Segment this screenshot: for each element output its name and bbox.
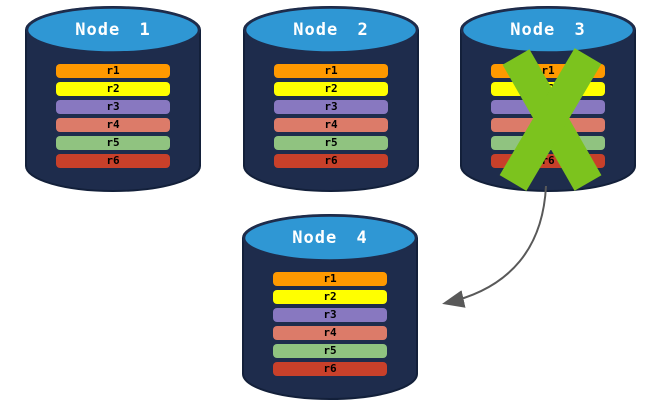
record-bar: r2: [274, 82, 388, 96]
record-bar: r4: [274, 118, 388, 132]
db-node-1: Node 1 r1 r2 r3 r4 r5 r6: [25, 6, 201, 192]
cylinder-top: [25, 6, 201, 54]
record-bar: r3: [273, 308, 387, 322]
record-bar: r5: [274, 136, 388, 150]
record-bar: r4: [273, 326, 387, 340]
db-node-3: Node 3 r1 r2 r3 r4 r5 r6: [460, 6, 636, 192]
db-node-4: Node 4 r1 r2 r3 r4 r5 r6: [242, 214, 418, 400]
failure-x-icon: [499, 48, 602, 191]
node-title: Node 2: [293, 20, 369, 40]
arrow-curve: [442, 185, 547, 308]
cylinder-top: [243, 6, 419, 54]
node-title: Node 3: [510, 20, 586, 40]
record-bar: r3: [56, 100, 170, 114]
record-bar: r5: [56, 136, 170, 150]
record-bar: r5: [273, 344, 387, 358]
db-node-2: Node 2 r1 r2 r3 r4 r5 r6: [243, 6, 419, 192]
record-bar: r2: [56, 82, 170, 96]
node-title: Node 4: [292, 228, 368, 248]
record-bar: r6: [274, 154, 388, 168]
record-bar: r6: [56, 154, 170, 168]
record-list: r1 r2 r3 r4 r5 r6: [274, 64, 388, 172]
record-bar: r6: [273, 362, 387, 376]
record-bar: r4: [56, 118, 170, 132]
cylinder-top: [460, 6, 636, 54]
record-bar: r3: [274, 100, 388, 114]
record-bar: r1: [56, 64, 170, 78]
record-bar: r1: [274, 64, 388, 78]
record-list: r1 r2 r3 r4 r5 r6: [273, 272, 387, 380]
record-list: r1 r2 r3 r4 r5 r6: [56, 64, 170, 172]
cylinder-top: [242, 214, 418, 262]
node-title: Node 1: [75, 20, 151, 40]
x-stroke: [499, 48, 602, 191]
record-bar: r1: [273, 272, 387, 286]
record-bar: r2: [273, 290, 387, 304]
